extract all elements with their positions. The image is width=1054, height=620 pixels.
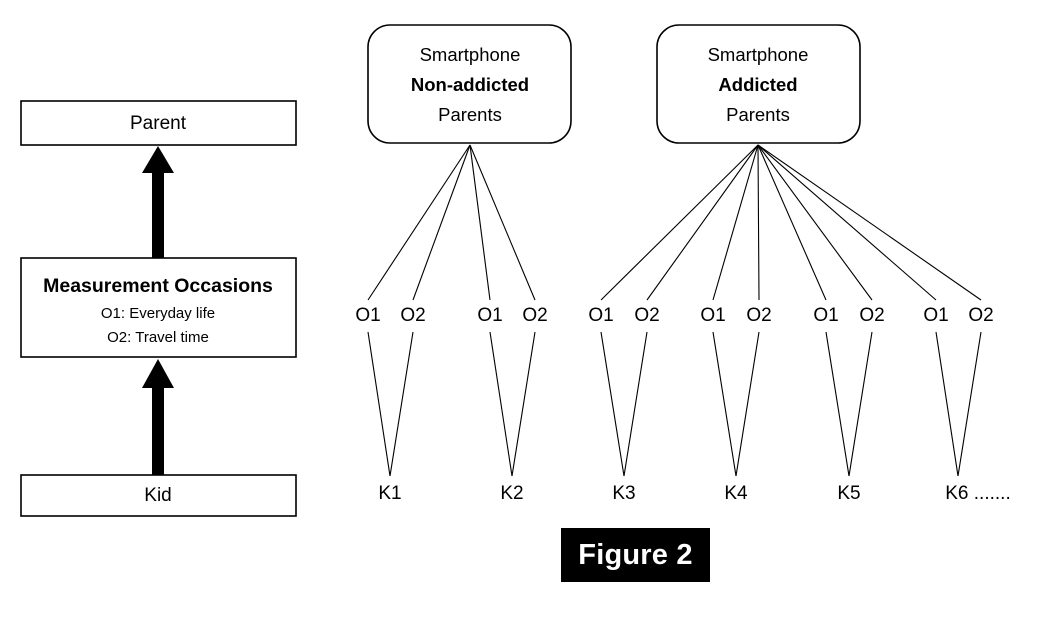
occasion-label-o2: O2 [859, 305, 884, 326]
kid-label-k3: K3 [612, 483, 635, 504]
group-non-addicted: Smartphone Non-addicted Parents [367, 24, 572, 301]
occasion-label-o1: O1 [923, 305, 948, 326]
v-line [848, 331, 873, 477]
non-addicted-line-2: Non-addicted [411, 74, 529, 95]
arrow-head [142, 359, 174, 388]
non-addicted-box-outline [367, 24, 572, 144]
measurement-occasions-title: Measurement Occasions [43, 275, 273, 297]
fan-line [367, 144, 471, 301]
occasion-label-row: O1 O2 O1 O2 O1 O2 O1 O2 O1 O2 O1 O2 [355, 305, 993, 326]
arrow-kid-to-occasions [142, 359, 174, 475]
fan-line [712, 144, 759, 301]
occasion-label-o1: O1 [355, 305, 380, 326]
addicted-line-3: Parents [726, 104, 790, 125]
figure-caption-text: Figure 2 [578, 539, 693, 571]
kid-label-k2: K2 [500, 483, 523, 504]
v-line [489, 331, 513, 477]
figure-caption-banner: Figure 2 [561, 528, 710, 582]
group-addicted: Smartphone Addicted Parents [600, 24, 982, 301]
v-line [935, 331, 959, 477]
kid-label-k5: K5 [837, 483, 860, 504]
v-line [825, 331, 850, 477]
addicted-line-2: Addicted [718, 74, 797, 95]
parent-box-outline [20, 100, 297, 146]
legend-column: Parent Measurement Occasions O1: Everyda… [20, 100, 297, 517]
v-line [623, 331, 648, 477]
arrow-occasions-to-parent [142, 146, 174, 258]
occasion-label-o1: O1 [477, 305, 502, 326]
kid-box-label: Kid [144, 485, 171, 506]
arrow-head [142, 146, 174, 173]
v-line [389, 331, 414, 477]
kid-label-row: K1 K2 K3 K4 K5 K6 ....... [378, 483, 1010, 504]
v-line [367, 331, 391, 477]
v-line [712, 331, 737, 477]
addicted-fan-lines [600, 144, 982, 301]
occasion-label-o1: O1 [700, 305, 725, 326]
legend-box-parent: Parent [20, 100, 297, 146]
occasion-label-o1: O1 [813, 305, 838, 326]
occasion-label-o1: O1 [588, 305, 613, 326]
occasion-label-o2: O2 [634, 305, 659, 326]
non-addicted-line-1: Smartphone [420, 44, 521, 65]
fan-line [412, 144, 471, 301]
fan-line [646, 144, 759, 301]
fan-line [757, 144, 760, 301]
measurement-occasions-box-outline [20, 257, 297, 358]
occasion-label-o2: O2 [400, 305, 425, 326]
parent-box-label: Parent [130, 113, 187, 134]
measurement-occasions-sub-2: O2: Travel time [107, 329, 209, 346]
addicted-line-1: Smartphone [708, 44, 809, 65]
kid-connector-lines [367, 331, 982, 477]
measurement-occasions-sub-1: O1: Everyday life [101, 305, 215, 322]
occasion-label-o2: O2 [968, 305, 993, 326]
non-addicted-line-3: Parents [438, 104, 502, 125]
fan-line [757, 144, 982, 301]
legend-box-kid: Kid [20, 474, 297, 517]
fan-line [757, 144, 827, 301]
kid-label-k1: K1 [378, 483, 401, 504]
fan-line [469, 144, 491, 301]
v-line [511, 331, 536, 477]
arrow-shaft [152, 384, 164, 475]
addicted-box-outline [656, 24, 861, 144]
v-line [735, 331, 760, 477]
kid-box-outline [20, 474, 297, 517]
arrow-shaft [152, 167, 164, 258]
occasion-label-o2: O2 [522, 305, 547, 326]
kid-label-k4: K4 [724, 483, 748, 504]
fan-line [600, 144, 759, 301]
v-line [957, 331, 982, 477]
fan-line [757, 144, 937, 301]
fan-line [469, 144, 536, 301]
fan-line [757, 144, 873, 301]
legend-box-measurement-occasions: Measurement Occasions O1: Everyday life … [20, 257, 297, 358]
non-addicted-fan-lines [367, 144, 536, 301]
v-line [600, 331, 625, 477]
occasion-label-o2: O2 [746, 305, 771, 326]
kid-label-k6: K6 ....... [945, 483, 1010, 504]
